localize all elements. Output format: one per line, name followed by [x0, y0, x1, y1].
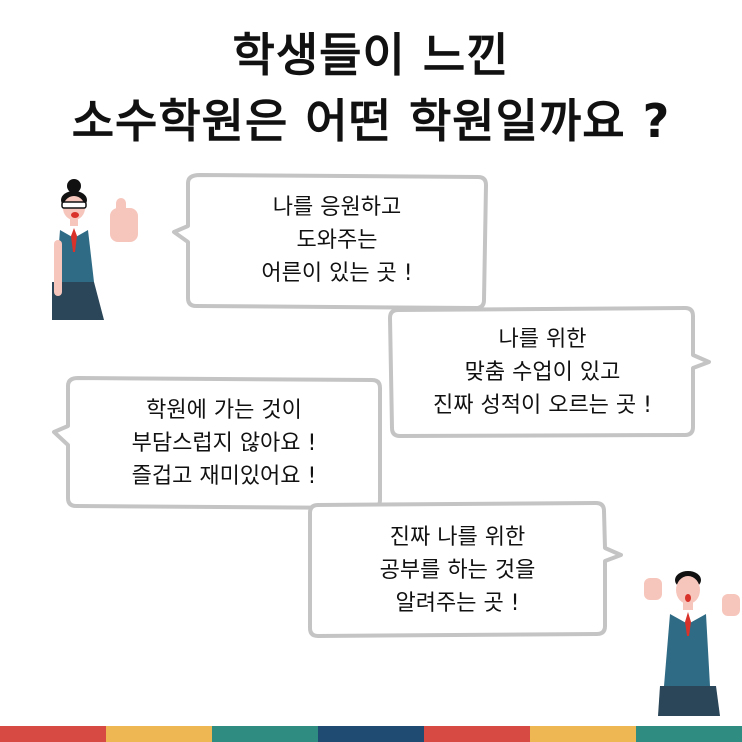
bubble-text-2: 나를 위한 맞춤 수업이 있고 진짜 성적이 오르는 곳 ! [392, 323, 693, 422]
bubble-text-3: 학원에 가는 것이 부담스럽지 않아요 ! 즐겁고 재미있어요 ! [68, 394, 380, 493]
bubble-1-line-3: 어른이 있는 곳 ! [261, 261, 413, 286]
bubble-4-line-3: 알려주는 곳 ! [395, 591, 520, 616]
speech-bubble-2 [388, 306, 711, 438]
bubble-text-4: 진짜 나를 위한 공부를 하는 것을 알려주는 곳 ! [310, 521, 605, 620]
speech-bubble-4 [308, 501, 623, 638]
stripe-segment-4 [318, 726, 424, 742]
bubble-3-line-3: 즐겁고 재미있어요 ! [131, 464, 317, 489]
speech-bubble-3 [52, 376, 382, 510]
boy-cheering-illustration [636, 571, 740, 716]
bubble-text-1: 나를 응원하고 도와주는 어른이 있는 곳 ! [188, 191, 486, 290]
bubble-2-line-2: 맞춤 수업이 있고 [464, 360, 621, 385]
bubble-4-line-1: 진짜 나를 위한 [389, 525, 526, 550]
stripe-segment-6 [530, 726, 636, 742]
bubble-2-line-1: 나를 위한 [498, 327, 587, 352]
bubble-1-line-1: 나를 응원하고 [272, 195, 402, 220]
bubble-1-line-2: 도와주는 [296, 228, 378, 253]
color-stripe-footer [0, 726, 742, 742]
stripe-segment-5 [424, 726, 530, 742]
girl-thumbs-up-illustration [52, 179, 138, 320]
stripe-segment-1 [0, 726, 106, 742]
page-title: 학생들이 느낀 소수학원은 어떤 학원일까요 ? [0, 22, 742, 154]
bubble-2-line-3: 진짜 성적이 오르는 곳 ! [433, 393, 652, 418]
bubble-3-line-1: 학원에 가는 것이 [146, 398, 302, 423]
stripe-segment-3 [212, 726, 318, 742]
bubble-4-line-2: 공부를 하는 것을 [379, 558, 536, 583]
title-line-1: 학생들이 느낀 [232, 28, 510, 82]
title-line-2: 소수학원은 어떤 학원일까요 ? [71, 94, 671, 148]
speech-bubble-1 [172, 173, 488, 310]
stripe-segment-2 [106, 726, 212, 742]
stripe-segment-7 [636, 726, 742, 742]
bubble-3-line-2: 부담스럽지 않아요 ! [131, 431, 317, 456]
